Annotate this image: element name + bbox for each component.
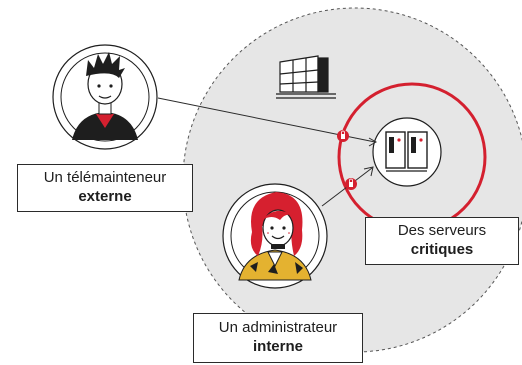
- external-technician-avatar: [52, 44, 158, 150]
- label-internal-admin: Un administrateur interne: [193, 313, 363, 363]
- label-line: Un télémainteneur: [43, 169, 167, 186]
- label-line: Des serveurs: [397, 222, 487, 239]
- server-rack-icon: [372, 117, 442, 187]
- label-line: Un administrateur: [218, 319, 338, 336]
- internal-admin-avatar: [222, 183, 328, 289]
- lock-icon: [345, 178, 357, 190]
- lock-icon: [337, 130, 349, 142]
- building-icon: [276, 55, 336, 99]
- label-line-bold: critiques: [410, 240, 474, 258]
- label-external-technician: Un télémainteneur externe: [17, 164, 193, 212]
- label-line-bold: externe: [78, 187, 132, 205]
- label-line-bold: interne: [252, 337, 303, 355]
- label-critical-servers: Des serveurs critiques: [365, 217, 519, 265]
